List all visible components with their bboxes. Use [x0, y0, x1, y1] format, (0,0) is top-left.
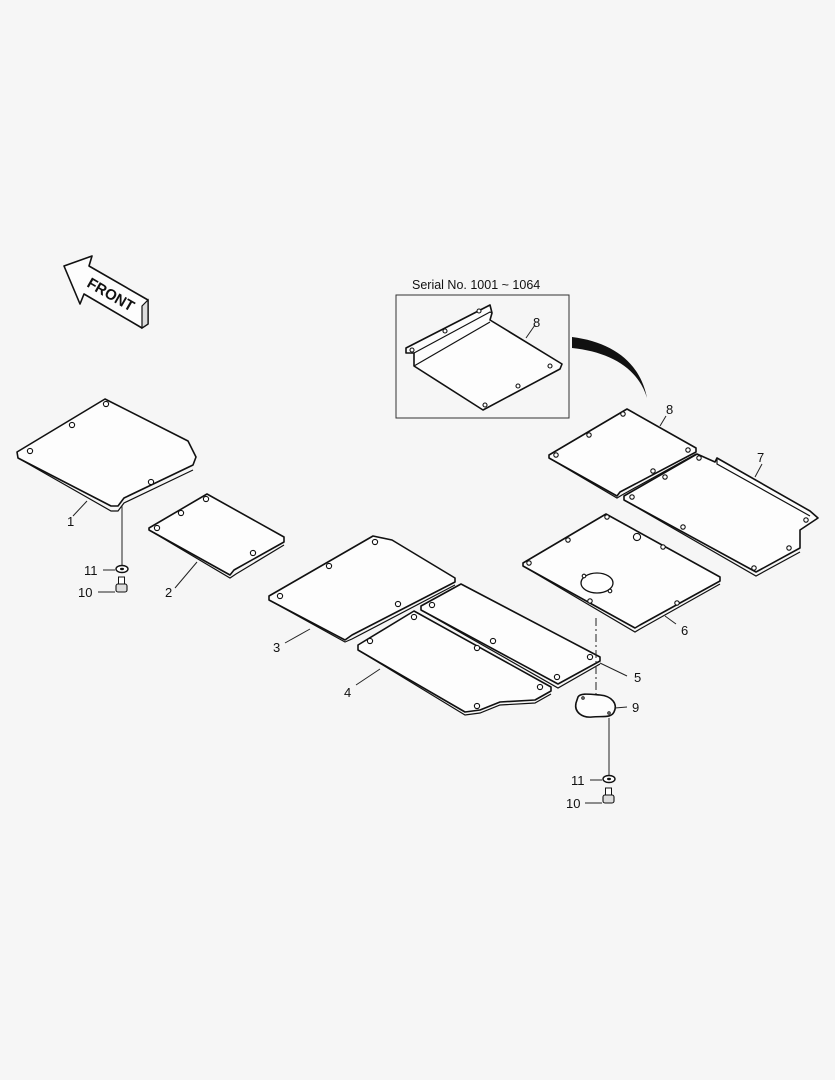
part-3-plate: 3 [268, 535, 456, 655]
part-4-plate: 4 [344, 610, 552, 716]
callout-11-right: 11 [571, 773, 585, 788]
part-2-plate: 2 [148, 493, 285, 600]
inset-part-label: 8 [533, 315, 540, 330]
part-5-plate: 5 [420, 583, 641, 689]
callout-2: 2 [165, 585, 172, 600]
washer-11-right: 11 [571, 773, 616, 788]
serial-caption: Serial No. 1001 ~ 1064 [412, 278, 540, 292]
part-1-plate: 1 [16, 398, 197, 529]
callout-4: 4 [344, 685, 351, 700]
bolt-10-right: 10 [566, 787, 615, 811]
callout-8: 8 [666, 402, 673, 417]
part-6-plate: 6 [522, 513, 721, 638]
callout-3: 3 [273, 640, 280, 655]
callout-10-right: 10 [566, 796, 580, 811]
serial-inset: Serial No. 1001 ~ 1064 8 [395, 278, 570, 419]
washer-11-left: 11 [84, 563, 129, 578]
part-7-plate: 7 [623, 450, 819, 577]
bolt-10-left: 10 [78, 576, 128, 600]
part-8-plate: 8 [548, 402, 697, 499]
part-9-cover: 9 [574, 693, 639, 718]
callout-7: 7 [757, 450, 764, 465]
callout-1: 1 [67, 514, 74, 529]
callout-9: 9 [632, 700, 639, 715]
callout-6: 6 [681, 623, 688, 638]
callout-11-left: 11 [84, 563, 98, 578]
callout-10-left: 10 [78, 585, 92, 600]
front-arrow-icon: FRONT [63, 255, 149, 330]
callout-5: 5 [634, 670, 641, 685]
pointer-arc-icon [572, 337, 647, 398]
